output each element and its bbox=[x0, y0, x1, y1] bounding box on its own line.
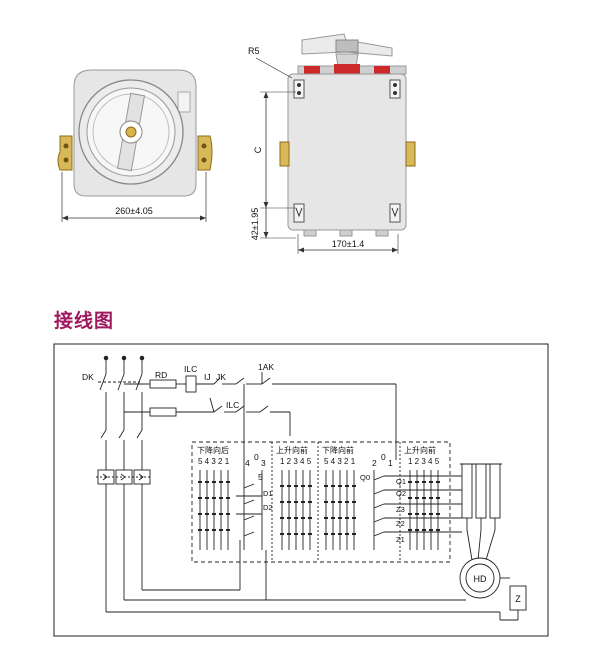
label-c3: 3 bbox=[261, 458, 266, 468]
label-ilc-top: ILC bbox=[184, 364, 197, 374]
front-width-dimension: 260±4.05 bbox=[115, 206, 152, 216]
label-group-1: 下降向后 bbox=[197, 445, 229, 455]
contact-group-4 bbox=[408, 470, 440, 550]
label-c0a: 0 bbox=[254, 452, 259, 462]
center-switch-2 bbox=[373, 470, 462, 550]
label-ilc-mid: ILC bbox=[226, 400, 239, 410]
nums-group-4: 1 2 3 4 5 bbox=[408, 457, 440, 466]
wiring-diagram bbox=[53, 343, 549, 637]
label-d1: D1 bbox=[263, 489, 273, 498]
label-q1: Q1 bbox=[396, 477, 406, 486]
label-group-3: 下降向前 bbox=[322, 445, 354, 455]
label-c5: 5 bbox=[258, 472, 263, 482]
label-c0b: 0 bbox=[381, 452, 386, 462]
label-c1: 1 bbox=[388, 458, 393, 468]
contact-group-3 bbox=[324, 470, 356, 550]
label-jk: JK bbox=[216, 372, 226, 382]
nums-group-3: 5 4 3 2 1 bbox=[324, 457, 356, 466]
label-c4: 4 bbox=[245, 458, 250, 468]
label-q0: Q0 bbox=[360, 473, 370, 482]
label-1ak: 1AK bbox=[258, 362, 274, 372]
resistor-bank bbox=[460, 463, 502, 561]
right-bracket-icon bbox=[197, 135, 213, 171]
label-group-4: 上升向前 bbox=[404, 445, 436, 455]
label-brake: Z bbox=[515, 594, 521, 604]
corner-radius-label: R5 bbox=[248, 46, 260, 56]
wiring-labels: DK RD ILC IJ JK 1AK ILC 下降向后 上升向前 下降向前 上… bbox=[82, 362, 521, 604]
contact-group-2 bbox=[280, 470, 312, 550]
label-motor: HD bbox=[474, 574, 487, 584]
side-bottom-dimension: 42±1.95 bbox=[250, 208, 260, 240]
contact-group-1 bbox=[198, 470, 230, 550]
label-ij: IJ bbox=[204, 372, 211, 382]
side-view: R5 C 42±1.95 170±1.4 bbox=[248, 33, 416, 254]
nums-group-2: 1 2 3 4 5 bbox=[280, 457, 312, 466]
center-switch bbox=[236, 470, 263, 550]
label-group-2: 上升向前 bbox=[276, 445, 308, 455]
label-z3: Z3 bbox=[396, 505, 405, 514]
label-q2: Q2 bbox=[396, 489, 406, 498]
label-z2: Z2 bbox=[396, 519, 405, 528]
left-bracket-icon bbox=[57, 135, 73, 171]
label-rd: RD bbox=[155, 370, 167, 380]
side-width-dimension: 170±1.4 bbox=[332, 239, 364, 249]
section-title: 接线图 bbox=[54, 310, 115, 332]
side-height-dimension: C bbox=[253, 146, 263, 153]
label-dk: DK bbox=[82, 372, 94, 382]
label-d2: D2 bbox=[263, 503, 273, 512]
label-c2: 2 bbox=[372, 458, 377, 468]
label-z1: Z1 bbox=[396, 535, 405, 544]
nums-group-1: 5 4 3 2 1 bbox=[198, 457, 230, 466]
front-view: 260±4.05 bbox=[57, 69, 213, 222]
